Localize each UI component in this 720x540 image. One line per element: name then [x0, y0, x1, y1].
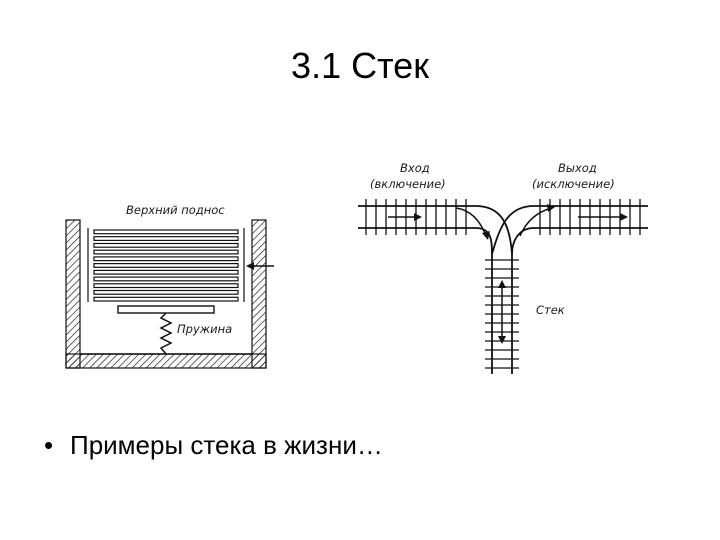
plate [93, 229, 239, 235]
plate [93, 296, 239, 302]
bullet-symbol: • [44, 430, 54, 460]
plate [93, 276, 239, 282]
label-spring: Пружина [177, 322, 232, 336]
plate [93, 256, 239, 262]
plate [93, 289, 239, 295]
railway-stack-diagram: Вход (включение) Выход (исключение) Стек [358, 161, 648, 374]
label-output: Выход [558, 161, 597, 175]
plate [93, 236, 239, 242]
plate [93, 249, 239, 255]
plate [93, 262, 239, 268]
platform [117, 305, 215, 314]
plate [93, 242, 239, 248]
plate [93, 283, 239, 289]
label-top-plate: Верхний поднос [126, 203, 225, 217]
plate-stack-diagram: Верхний поднос Пружина [65, 203, 274, 369]
label-input: Вход [400, 161, 430, 175]
housing [65, 219, 267, 369]
spring [159, 312, 173, 355]
plate-stack [93, 229, 239, 302]
bullet-item: • Примеры стека в жизни… [44, 428, 383, 462]
bullet-text: Примеры стека в жизни… [70, 430, 383, 460]
label-stack: Стек [536, 303, 565, 317]
plate [93, 269, 239, 275]
direction-arrows [388, 207, 624, 338]
slide-title: 3.1 Стек [291, 45, 429, 86]
label-input-sub: (включение) [370, 177, 446, 191]
label-output-sub: (исключение) [532, 177, 615, 191]
